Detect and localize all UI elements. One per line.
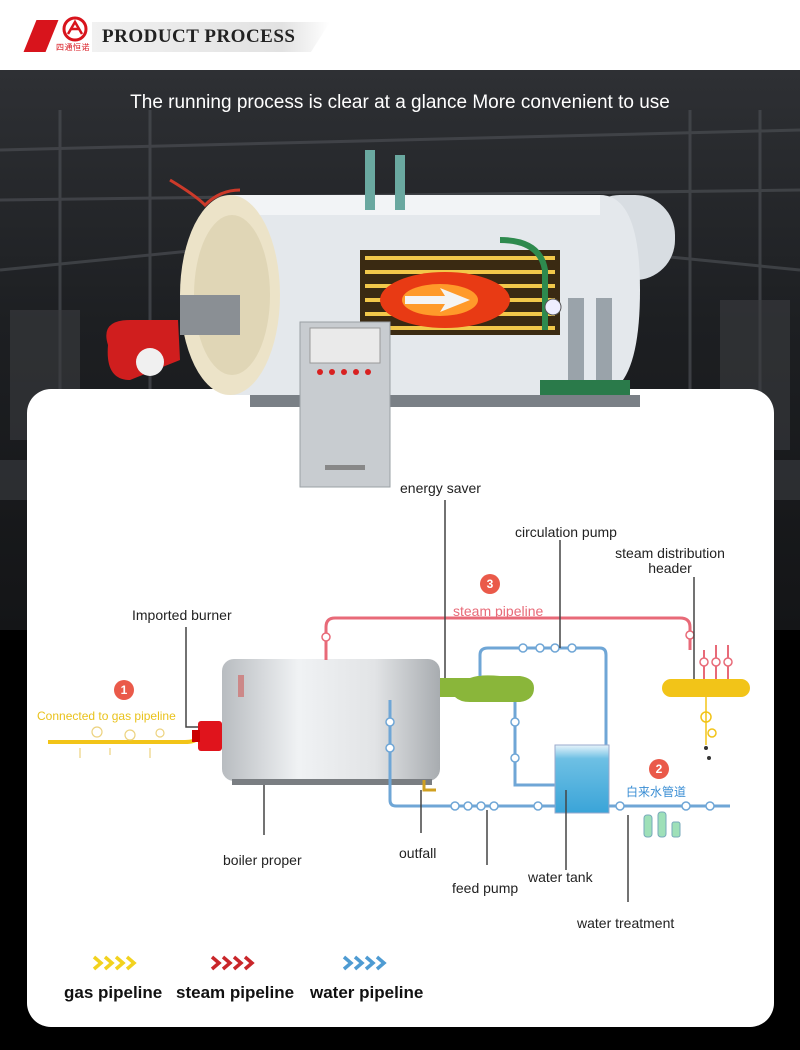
water-pipeline-arrows-icon: [342, 955, 387, 971]
step-badge-1: 1: [114, 680, 134, 700]
energy-saver-unit: [440, 675, 534, 702]
gas-pipeline: [48, 736, 200, 744]
label-steam-header: steam distribution header: [615, 545, 725, 576]
boiler-body: [222, 659, 440, 781]
page-title: PRODUCT PROCESS: [102, 26, 296, 47]
steam-header-tank: [662, 679, 750, 697]
burner-unit: [198, 721, 222, 751]
label-gas-inlet: Connected to gas pipeline: [37, 709, 176, 723]
gas-pipeline-arrows-icon: [92, 955, 137, 971]
page-header: 四通恒诺 PRODUCT PROCESS: [0, 0, 800, 70]
label-circulation-pump: circulation pump: [515, 524, 617, 540]
label-tap-water-pipeline: 白来水管道: [626, 785, 687, 799]
legend-steam-pipeline: steam pipeline: [176, 983, 295, 1002]
company-logo-icon: [62, 16, 88, 42]
step-badge-3: 3: [480, 574, 500, 594]
step-badge-2: 2: [649, 759, 669, 779]
banner-tagline: The running process is clear at a glance…: [130, 92, 670, 113]
title-strip: [92, 22, 330, 52]
label-outfall: outfall: [399, 845, 437, 861]
label-energy-saver: energy saver: [400, 480, 481, 496]
label-boiler-proper: boiler proper: [223, 852, 302, 868]
label-steam-pipeline: steam pipeline: [453, 603, 544, 619]
legend-gas-pipeline: gas pipeline: [64, 983, 163, 1002]
label-imported-burner: Imported burner: [132, 607, 232, 623]
boiler-photo: [106, 150, 675, 488]
label-feed-pump: feed pump: [452, 880, 519, 896]
steam-pipeline-arrows-icon: [210, 955, 255, 971]
company-name: 四通恒诺: [56, 43, 90, 52]
water-tank-unit: [554, 744, 610, 814]
legend-water-pipeline: water pipeline: [310, 983, 424, 1002]
label-water-tank: water tank: [528, 869, 593, 885]
steam-pipeline: [324, 616, 692, 660]
label-water-treatment: water treatment: [577, 915, 675, 931]
